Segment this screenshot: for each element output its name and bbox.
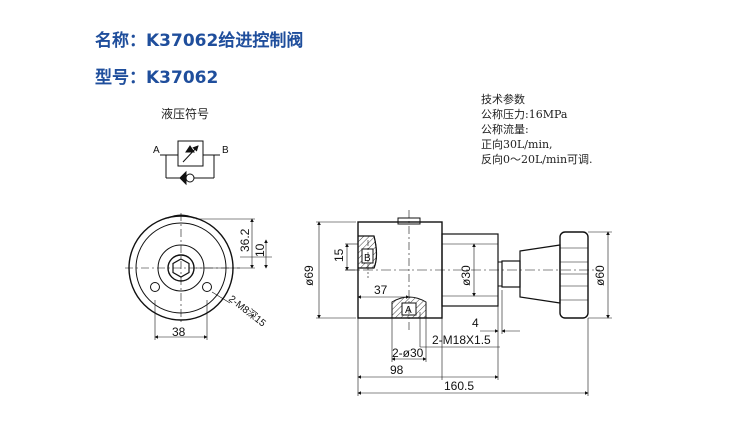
technical-parameters: 技术参数 公称压力:16MPa 公称流量: 正向30L/min, 反向0～20L… (481, 92, 593, 167)
symbol-port-a: A (153, 145, 160, 156)
hydraulic-symbol: A B (153, 140, 229, 186)
side-dim-body-dia: ø69 (302, 265, 316, 286)
front-view (125, 213, 272, 340)
symbol-port-b: B (222, 145, 229, 156)
tech-flow-heading: 公称流量: (481, 123, 529, 136)
side-port-b-label: B (364, 253, 371, 264)
side-dim-port-pos: 37 (374, 283, 388, 297)
front-dim-height-1: 36.2 (238, 228, 252, 252)
front-dim-width: 38 (172, 325, 186, 339)
side-dim-flange: 4 (472, 316, 479, 330)
front-dim-height-2: 10 (253, 243, 267, 257)
side-dim-spigot-dia: ø30 (459, 265, 473, 286)
side-dim-port-bore: 2-ø30 (392, 346, 424, 360)
side-port-a-label: A (405, 305, 412, 316)
hydraulic-symbol-caption: 液压符号 (161, 107, 210, 121)
front-dim-thread: 2-M8深15 (226, 293, 268, 330)
tech-forward-flow: 正向30L/min, (481, 138, 553, 151)
model-number-title: 型号：K37062 (95, 68, 219, 88)
side-dim-port-thread: 2-M18X1.5 (432, 333, 491, 347)
side-dim-knob-dia: ø60 (593, 265, 607, 286)
side-dim-total-length: 160.5 (444, 379, 474, 393)
tech-heading: 技术参数 (481, 93, 525, 106)
tech-reverse-flow: 反向0～20L/min可调. (481, 153, 593, 166)
side-view (316, 210, 612, 396)
side-dim-body-length: 98 (390, 363, 404, 377)
tech-pressure: 公称压力:16MPa (481, 108, 568, 121)
side-dim-port-offset: 15 (332, 248, 346, 262)
product-name-title: 名称：K37062给进控制阀 (95, 31, 304, 51)
